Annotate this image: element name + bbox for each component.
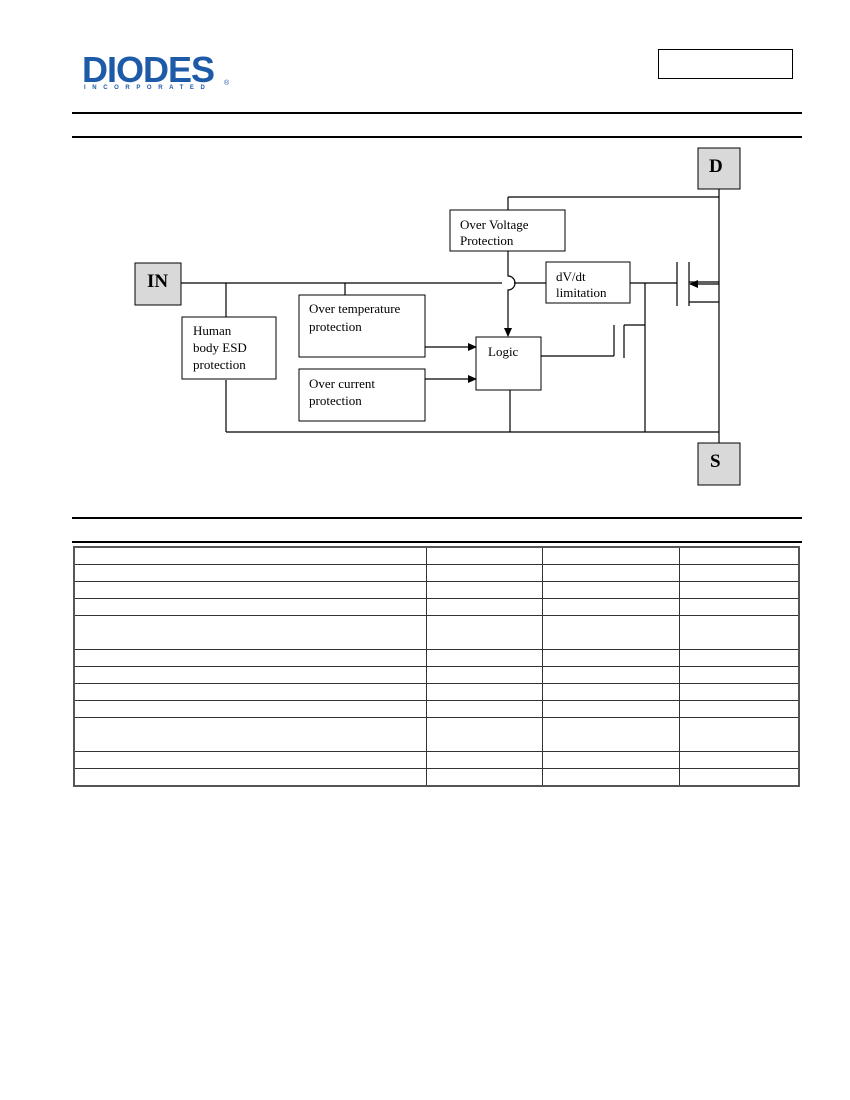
logo-subtext: INCORPORATED — [84, 85, 212, 91]
table-cell — [678, 564, 800, 582]
table-cell — [73, 751, 427, 769]
table-cell — [542, 598, 680, 616]
table-cell — [425, 598, 544, 616]
svg-text:IN: IN — [147, 271, 168, 292]
svg-text:Protection: Protection — [460, 233, 514, 248]
svg-text:Human: Human — [193, 323, 232, 338]
svg-text:Over Voltage: Over Voltage — [460, 217, 529, 232]
table-row — [73, 768, 800, 787]
table-row — [73, 546, 800, 565]
table-cell — [542, 615, 680, 650]
registered-mark: ® — [224, 80, 230, 87]
table-row — [73, 649, 800, 667]
table-row — [73, 581, 800, 599]
table-cell — [425, 700, 544, 718]
svg-text:protection: protection — [309, 319, 362, 334]
table-cell — [542, 581, 680, 599]
block-diagram: D S IN Over Voltage Protection dV/dt lim… — [134, 147, 741, 486]
table-cell — [425, 615, 544, 650]
table-cell — [542, 666, 680, 684]
table-cell — [425, 564, 544, 582]
svg-text:S: S — [710, 451, 721, 472]
spec-table — [73, 546, 800, 787]
table-cell — [425, 649, 544, 667]
table-cell — [678, 666, 800, 684]
table-cell — [73, 615, 427, 650]
table-cell — [542, 649, 680, 667]
table-cell — [73, 564, 427, 582]
esd-protection-block: Human body ESD protection — [181, 316, 277, 380]
section-rule-table-top — [72, 517, 802, 519]
pin-d: D — [697, 147, 741, 190]
table-cell — [678, 751, 800, 769]
table-cell — [678, 615, 800, 650]
pin-in: IN — [134, 262, 182, 306]
table-row — [73, 564, 800, 582]
section-rule-top — [72, 136, 802, 138]
svg-text:Over current: Over current — [309, 376, 375, 391]
table-row — [73, 666, 800, 684]
table-cell — [678, 700, 800, 718]
table-cell — [678, 546, 800, 565]
svg-text:dV/dt: dV/dt — [556, 269, 586, 284]
table-row — [73, 717, 800, 752]
part-number-box — [658, 49, 793, 79]
svg-text:protection: protection — [309, 393, 362, 408]
company-logo: DIODES INCORPORATED ® — [82, 52, 232, 94]
table-cell — [542, 546, 680, 565]
over-temperature-protection-block: Over temperature protection — [298, 294, 426, 358]
table-row — [73, 615, 800, 650]
table-cell — [425, 546, 544, 565]
table-cell — [678, 683, 800, 701]
section-rule-table-bottom — [72, 541, 802, 543]
svg-text:body ESD: body ESD — [193, 340, 247, 355]
table-cell — [73, 700, 427, 718]
header-rule — [72, 112, 802, 114]
table-cell — [73, 768, 427, 787]
table-cell — [542, 751, 680, 769]
table-cell — [678, 649, 800, 667]
svg-text:D: D — [709, 156, 723, 177]
table-cell — [542, 683, 680, 701]
table-cell — [542, 717, 680, 752]
dv-dt-limitation-block: dV/dt limitation — [545, 261, 631, 304]
svg-text:Over temperature: Over temperature — [309, 301, 401, 316]
svg-text:Logic: Logic — [488, 344, 519, 359]
table-cell — [425, 768, 544, 787]
table-cell — [73, 546, 427, 565]
table-cell — [425, 581, 544, 599]
table-cell — [542, 768, 680, 787]
table-cell — [678, 768, 800, 787]
table-cell — [73, 581, 427, 599]
table-cell — [425, 717, 544, 752]
table-cell — [73, 683, 427, 701]
table-cell — [678, 717, 800, 752]
logo-wordmark: DIODES — [82, 49, 215, 90]
table-cell — [678, 581, 800, 599]
table-cell — [425, 666, 544, 684]
table-cell — [73, 649, 427, 667]
table-row — [73, 700, 800, 718]
table-cell — [542, 700, 680, 718]
table-row — [73, 751, 800, 769]
over-current-protection-block: Over current protection — [298, 368, 426, 422]
table-cell — [542, 564, 680, 582]
svg-text:limitation: limitation — [556, 285, 607, 300]
table-cell — [425, 683, 544, 701]
pin-s: S — [697, 442, 741, 486]
svg-text:protection: protection — [193, 357, 246, 372]
logic-block: Logic — [475, 336, 542, 391]
table-cell — [73, 717, 427, 752]
table-cell — [73, 598, 427, 616]
table-row — [73, 598, 800, 616]
table-cell — [73, 666, 427, 684]
table-row — [73, 683, 800, 701]
table-cell — [425, 751, 544, 769]
table-cell — [678, 598, 800, 616]
over-voltage-protection-block: Over Voltage Protection — [449, 209, 566, 252]
